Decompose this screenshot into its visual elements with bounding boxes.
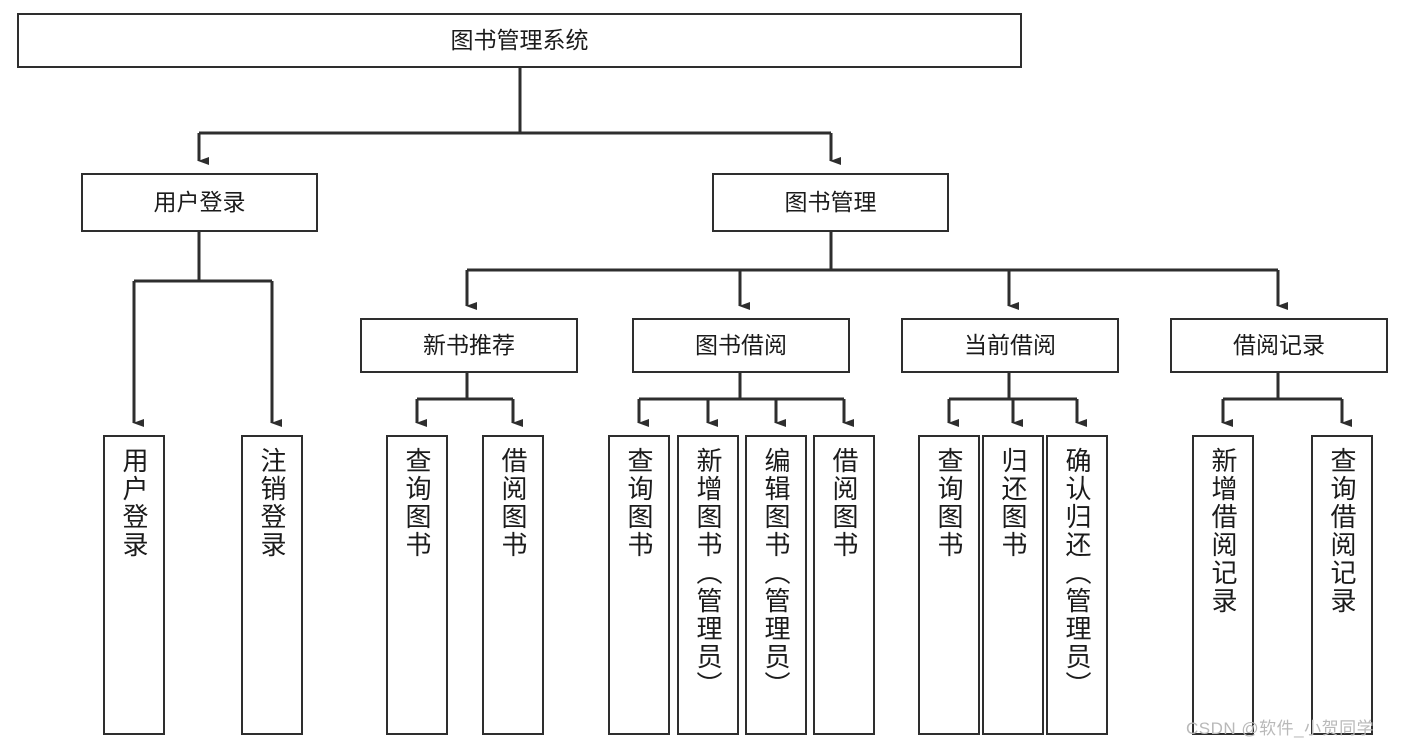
node-borrow-record[interactable]: 借阅记录: [1170, 318, 1388, 373]
node-leaf-return-book-label: 归还图书: [998, 447, 1028, 559]
node-user-login[interactable]: 用户登录: [81, 173, 318, 232]
node-book-manage[interactable]: 图书管理: [712, 173, 949, 232]
node-book-manage-label: 图书管理: [784, 188, 877, 215]
node-leaf-user-login[interactable]: 用户登录: [103, 435, 165, 735]
node-leaf-edit-book-label: 编辑图书（管理员）: [761, 447, 791, 699]
node-root[interactable]: 图书管理系统: [17, 13, 1022, 68]
node-leaf-add-book[interactable]: 新增图书（管理员）: [677, 435, 739, 735]
node-current-borrow-label: 当前借阅: [964, 331, 1056, 358]
node-user-login-label: 用户登录: [153, 188, 246, 215]
node-current-borrow[interactable]: 当前借阅: [901, 318, 1119, 373]
node-leaf-borrow-book-1-label: 借阅图书: [498, 447, 528, 559]
node-book-borrow-label: 图书借阅: [695, 331, 787, 358]
watermark-text: CSDN @软件_小贺同学: [1186, 719, 1375, 738]
node-borrow-record-label: 借阅记录: [1233, 331, 1325, 358]
node-leaf-confirm-return[interactable]: 确认归还（管理员）: [1046, 435, 1108, 735]
node-leaf-query-book-3[interactable]: 查询图书: [918, 435, 980, 735]
node-leaf-add-record[interactable]: 新增借阅记录: [1192, 435, 1254, 735]
node-leaf-query-book-3-label: 查询图书: [934, 447, 964, 559]
node-leaf-query-record-label: 查询借阅记录: [1327, 447, 1357, 615]
node-leaf-query-book-2-label: 查询图书: [624, 447, 654, 559]
node-leaf-borrow-book-2-label: 借阅图书: [829, 447, 859, 559]
node-leaf-query-book-1-label: 查询图书: [402, 447, 432, 559]
node-new-book-recommend[interactable]: 新书推荐: [360, 318, 578, 373]
node-leaf-logout[interactable]: 注销登录: [241, 435, 303, 735]
node-leaf-query-book-2[interactable]: 查询图书: [608, 435, 670, 735]
node-leaf-query-book-1[interactable]: 查询图书: [386, 435, 448, 735]
node-root-label: 图书管理系统: [450, 26, 589, 53]
node-leaf-edit-book[interactable]: 编辑图书（管理员）: [745, 435, 807, 735]
node-leaf-user-login-label: 用户登录: [119, 447, 149, 559]
node-leaf-return-book[interactable]: 归还图书: [982, 435, 1044, 735]
node-new-book-recommend-label: 新书推荐: [423, 331, 515, 358]
node-leaf-borrow-book-2[interactable]: 借阅图书: [813, 435, 875, 735]
node-leaf-borrow-book-1[interactable]: 借阅图书: [482, 435, 544, 735]
node-leaf-query-record[interactable]: 查询借阅记录: [1311, 435, 1373, 735]
node-leaf-add-book-label: 新增图书（管理员）: [693, 447, 723, 699]
node-leaf-logout-label: 注销登录: [257, 447, 287, 559]
node-leaf-confirm-return-label: 确认归还（管理员）: [1062, 447, 1092, 699]
node-leaf-add-record-label: 新增借阅记录: [1208, 447, 1238, 615]
node-book-borrow[interactable]: 图书借阅: [632, 318, 850, 373]
